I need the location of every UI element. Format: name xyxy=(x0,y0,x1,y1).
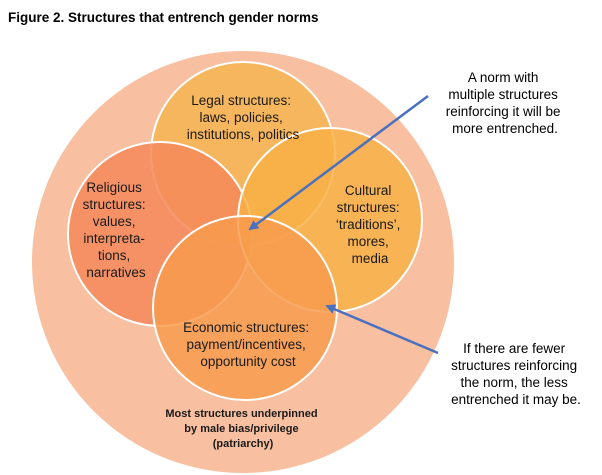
legal-structures-label: Legal structures: laws, policies, instit… xyxy=(187,93,300,142)
cultural-label-line: Cultural xyxy=(345,183,392,198)
arrow-to-fewer-overlaps xyxy=(325,304,439,355)
cultural-label-line: structures: xyxy=(337,200,400,215)
base-label-line: by male bias/privilege xyxy=(184,423,298,435)
religious-label-line: values, xyxy=(93,214,136,229)
base-label-line: Most structures underpinned xyxy=(165,408,317,420)
religious-label-line: tions, xyxy=(98,248,130,263)
legal-label-line: Legal structures: xyxy=(191,93,291,108)
legal-label-line: laws, policies, xyxy=(199,110,282,125)
economic-label-line: payment/incentives, xyxy=(186,337,305,352)
base-label-line: (patriarchy) xyxy=(213,438,274,450)
arrow-to-center-intersection xyxy=(248,94,429,231)
annotation-line: A norm with xyxy=(468,70,539,85)
religious-label-line: Religious xyxy=(86,180,142,195)
annotation-line: entrenched it may be. xyxy=(451,392,581,407)
religious-structures-label: Religious structures: values, interpreta… xyxy=(83,180,150,280)
annotation-more-entrenched: A norm with multiple structures reinforc… xyxy=(446,70,565,136)
cultural-label-line: media xyxy=(352,251,389,266)
legal-label-line: institutions, politics xyxy=(187,127,300,142)
annotation-line: If there are fewer xyxy=(463,341,566,356)
annotation-line: structures reinforcing xyxy=(451,358,577,373)
patriarchy-base-label: Most structures underpinned by male bias… xyxy=(165,408,320,450)
cultural-structures-label: Cultural structures: ‘traditions’, mores… xyxy=(336,183,404,266)
figure-title: Figure 2. Structures that entrench gende… xyxy=(8,10,319,25)
religious-label-line: interpreta- xyxy=(83,231,145,246)
cultural-label-line: ‘traditions’, xyxy=(336,217,401,232)
economic-label-line: opportunity cost xyxy=(200,354,296,369)
religious-label-line: narratives xyxy=(86,265,146,280)
annotation-line: reinforcing it will be xyxy=(446,104,561,119)
economic-structures-label: Economic structures: payment/incentives,… xyxy=(183,320,313,369)
annotation-line: more entrenched. xyxy=(452,121,558,136)
annotation-less-entrenched: If there are fewer structures reinforcin… xyxy=(451,341,581,407)
annotation-line: multiple structures xyxy=(448,87,558,102)
cultural-label-line: mores, xyxy=(347,234,388,249)
economic-label-line: Economic structures: xyxy=(183,320,309,335)
annotation-line: the norm, the less xyxy=(460,375,568,390)
economic-structures-circle xyxy=(152,215,338,401)
religious-label-line: structures: xyxy=(83,197,146,212)
